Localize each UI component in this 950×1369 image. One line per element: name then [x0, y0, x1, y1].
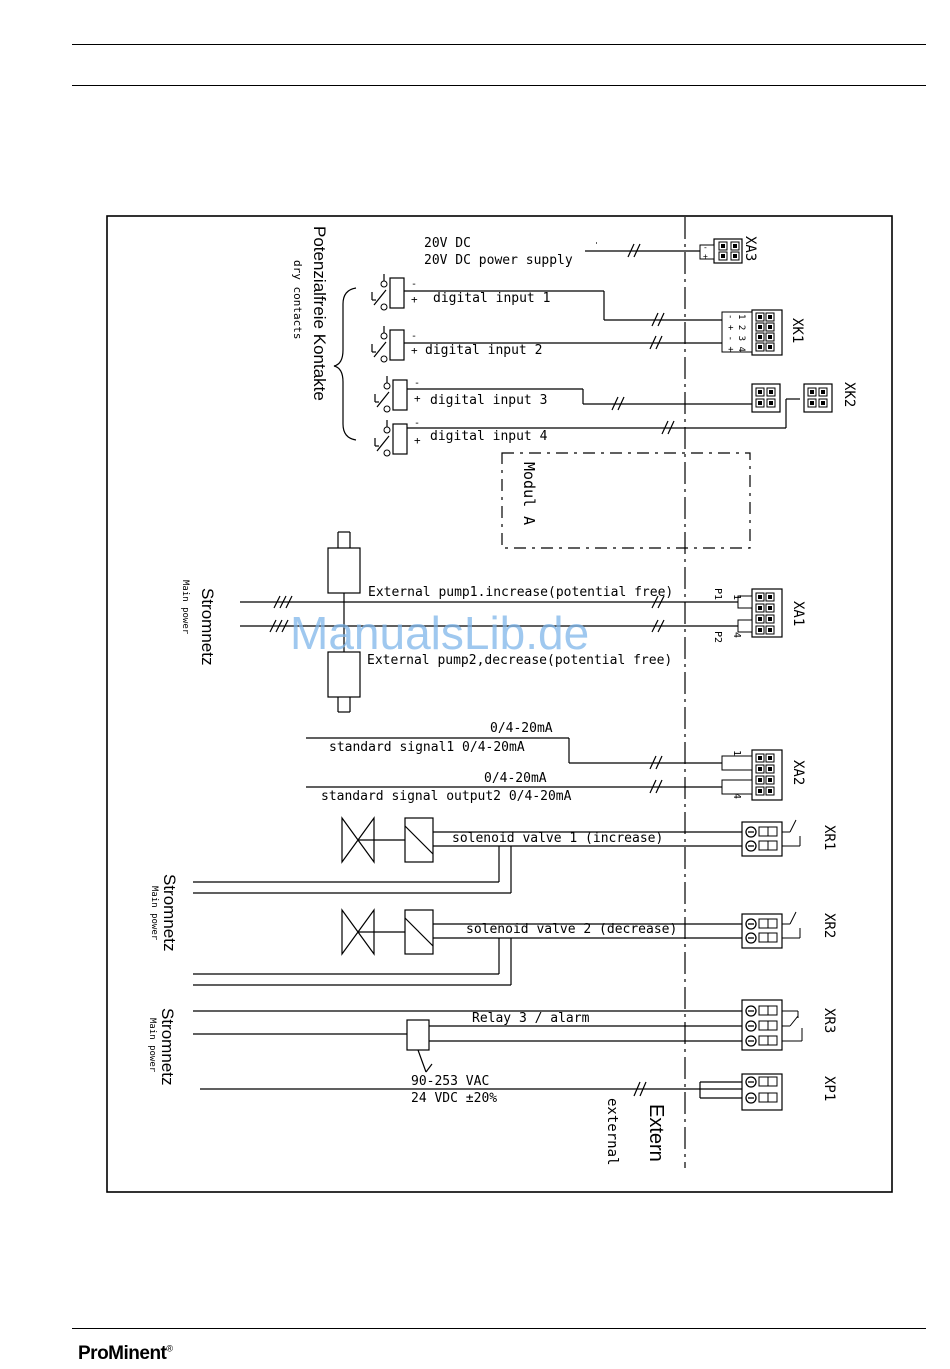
- valve2-label: solenoid valve 2 (decrease): [466, 922, 677, 937]
- extern-subtitle: external: [604, 1098, 620, 1165]
- dry-contacts-title: Potenzialfreie Kontakte: [310, 226, 329, 401]
- input-1-plus: +: [411, 293, 418, 306]
- footer-rule: [72, 1328, 926, 1329]
- signal1-label: standard signal1 0/4-20mA: [329, 740, 525, 755]
- header-rule-top: [72, 44, 926, 45]
- power-supply-voltage: 20V DC: [424, 236, 471, 251]
- input-4-minus: -: [414, 418, 420, 429]
- digital-input-1-label: digital input 1: [433, 291, 550, 306]
- input-4-plus: +: [414, 434, 421, 447]
- input-3-minus: -: [414, 378, 420, 389]
- logo-text: ProMinent: [78, 1343, 167, 1364]
- input-1-minus: -: [411, 279, 417, 290]
- prominent-logo: ProMinent®: [78, 1343, 173, 1365]
- pump1-label: External pump1.increase(potential free): [368, 585, 673, 600]
- modul-a-box: [501, 452, 751, 549]
- main-power-1-title: Stromnetz: [198, 588, 217, 665]
- xa3-label: XA3: [742, 236, 758, 261]
- signal1-range: 0/4-20mA: [490, 721, 553, 736]
- xr1-label: XR1: [821, 825, 837, 850]
- dry-contacts-subtitle: dry contacts: [291, 260, 304, 339]
- xk1-pins: 1 2 3 4: [736, 314, 746, 352]
- main-power-3-subtitle: Main power: [147, 1018, 157, 1073]
- relay-label: Relay 3 / alarm: [472, 1011, 590, 1026]
- xk1-label: XK1: [789, 318, 805, 343]
- modul-a-label: Modul A: [520, 462, 538, 525]
- xk1-signs: - + - +: [725, 314, 735, 353]
- connector-xk1: [721, 309, 783, 356]
- power-supply-label: 20V DC power supply: [424, 253, 573, 268]
- xk2-label: XK2: [841, 382, 857, 407]
- main-power-2-title: Stromnetz: [160, 874, 179, 951]
- pump2-label: External pump2,decrease(potential free): [367, 653, 672, 668]
- main-power-1-subtitle: Main power: [180, 580, 190, 635]
- xa2-pin4: 4: [731, 793, 742, 799]
- xa1-label: XA1: [790, 601, 806, 626]
- input-2-minus: -: [411, 331, 417, 342]
- connector-xa2: [721, 749, 783, 801]
- signal2-range: 0/4-20mA: [484, 771, 547, 786]
- connector-xr3: [741, 999, 803, 1051]
- signal2-label: standard signal output2 0/4-20mA: [321, 789, 572, 804]
- connector-xa1: [737, 588, 783, 638]
- p2-label: P2: [712, 631, 723, 643]
- connector-xk2-out: [803, 383, 833, 413]
- input-3-plus: +: [414, 392, 421, 405]
- xa3-minus: -: [703, 243, 708, 252]
- connector-xa3: [699, 238, 743, 264]
- main-power-3-title: Stromnetz: [158, 1008, 177, 1085]
- connector-xr1: [741, 819, 801, 857]
- supply-ac-label: 90-253 VAC: [411, 1074, 489, 1089]
- main-power-2-subtitle: Main power: [149, 886, 159, 941]
- xa2-label: XA2: [790, 760, 806, 785]
- xa2-pin1: 1: [731, 750, 742, 756]
- xa1-pin4: 4: [731, 632, 742, 638]
- xa1-pin1: 1: [731, 594, 742, 600]
- connector-xp1: [741, 1073, 783, 1111]
- watermark: ManualsLib.de: [290, 607, 590, 659]
- p1-label: P1: [712, 588, 723, 600]
- digital-input-3-label: digital input 3: [430, 393, 547, 408]
- xr2-label: XR2: [821, 913, 837, 938]
- supply-dc-label: 24 VDC ±20%: [411, 1091, 497, 1106]
- input-2-plus: +: [411, 344, 418, 357]
- connector-xk2-in: [751, 383, 781, 413]
- connector-xr2: [741, 911, 801, 949]
- valve1-label: solenoid valve 1 (increase): [452, 831, 663, 846]
- header-rule-bottom: [72, 85, 926, 86]
- xr3-label: XR3: [821, 1008, 837, 1033]
- digital-input-2-label: digital input 2: [425, 343, 542, 358]
- extern-title: Extern: [645, 1104, 667, 1162]
- xp1-label: XP1: [821, 1076, 837, 1101]
- diagram-frame: [106, 215, 893, 1193]
- xa3-plus: +: [703, 252, 708, 261]
- registered-mark: ®: [166, 1343, 173, 1354]
- digital-input-4-label: digital input 4: [430, 429, 548, 444]
